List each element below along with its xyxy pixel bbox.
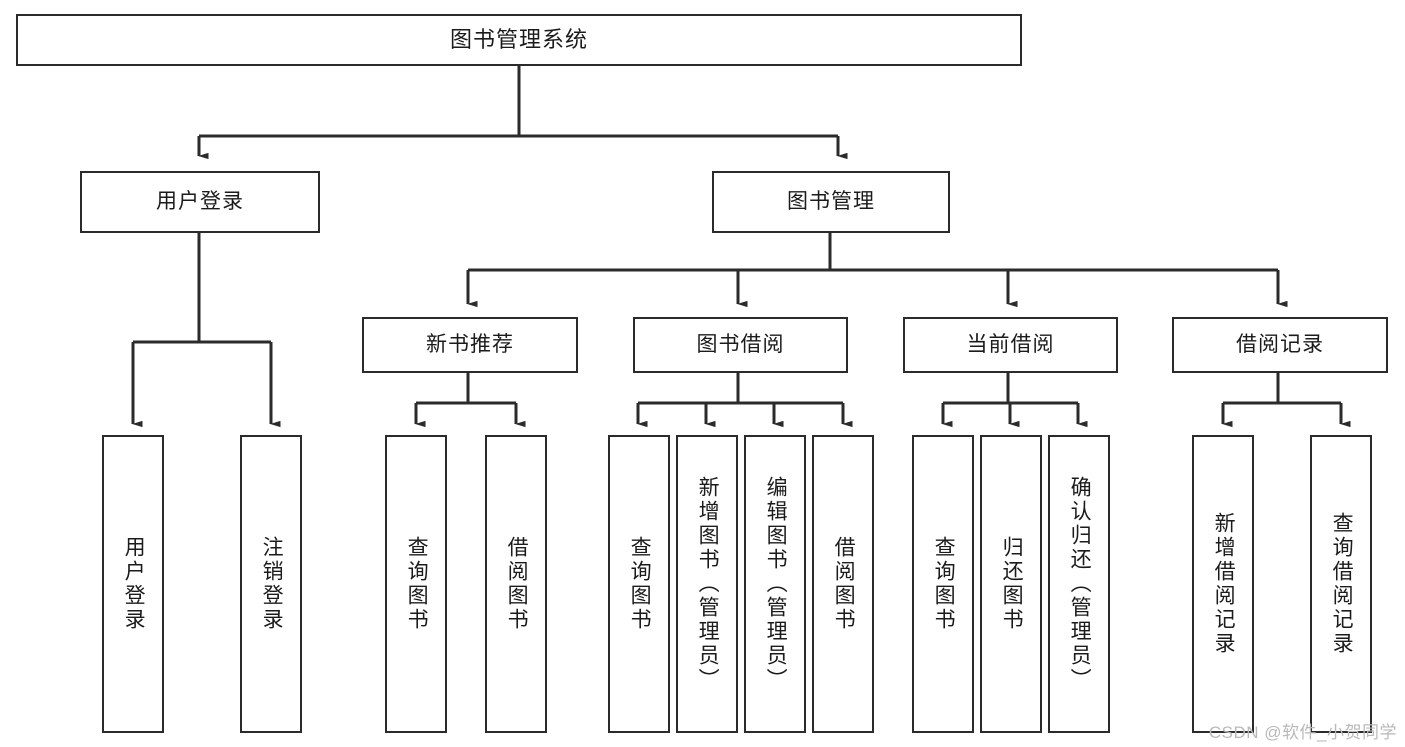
- node-current-borrow[interactable]: 当前借阅: [903, 317, 1118, 373]
- node-label: 用户登录: [156, 190, 244, 214]
- leaf-current-return-book[interactable]: 归还图书: [980, 435, 1042, 733]
- node-label: 用户登录: [122, 536, 146, 632]
- node-label: 查询图书: [932, 536, 956, 632]
- node-label: 新书推荐: [426, 333, 514, 357]
- node-book-management[interactable]: 图书管理: [712, 171, 950, 233]
- leaf-records-query-record[interactable]: 查询借阅记录: [1310, 435, 1372, 733]
- node-user-login[interactable]: 用户登录: [80, 171, 320, 233]
- node-borrow-records[interactable]: 借阅记录: [1172, 317, 1388, 373]
- node-label: 新增图书（管理员）: [696, 476, 720, 692]
- node-new-book-recommend[interactable]: 新书推荐: [362, 317, 578, 373]
- leaf-records-add-record[interactable]: 新增借阅记录: [1192, 435, 1254, 733]
- leaf-current-confirm-return-admin[interactable]: 确认归还（管理员）: [1048, 435, 1110, 733]
- leaf-borrow-edit-book-admin[interactable]: 编辑图书（管理员）: [744, 435, 806, 733]
- node-label: 查询图书: [405, 536, 429, 632]
- node-label: 图书管理系统: [449, 26, 588, 52]
- node-root-system[interactable]: 图书管理系统: [16, 14, 1022, 66]
- node-book-borrow[interactable]: 图书借阅: [633, 317, 848, 373]
- leaf-borrow-add-book-admin[interactable]: 新增图书（管理员）: [676, 435, 738, 733]
- node-label: 注销登录: [260, 536, 284, 632]
- node-label: 编辑图书（管理员）: [764, 476, 788, 692]
- node-label: 图书借阅: [696, 333, 785, 357]
- node-label: 当前借阅: [966, 333, 1055, 357]
- node-label: 查询图书: [628, 536, 652, 632]
- node-label: 借阅图书: [505, 536, 529, 632]
- leaf-borrow-query-book[interactable]: 查询图书: [608, 435, 670, 733]
- leaf-new-book-query[interactable]: 查询图书: [385, 435, 447, 733]
- leaf-current-query-book[interactable]: 查询图书: [912, 435, 974, 733]
- node-label: 图书管理: [787, 190, 875, 214]
- leaf-borrow-borrow-book[interactable]: 借阅图书: [812, 435, 874, 733]
- node-label: 借阅图书: [832, 536, 856, 632]
- leaf-user-login-login[interactable]: 用户登录: [102, 435, 164, 733]
- node-label: 新增借阅记录: [1212, 512, 1236, 656]
- leaf-new-book-borrow[interactable]: 借阅图书: [485, 435, 547, 733]
- csdn-watermark: CSDN @软件_小贺同学: [1208, 723, 1397, 742]
- leaf-user-login-logout[interactable]: 注销登录: [240, 435, 302, 733]
- node-label: 归还图书: [1000, 536, 1024, 632]
- node-label: 查询借阅记录: [1330, 512, 1354, 656]
- node-label: 借阅记录: [1236, 333, 1324, 357]
- node-label: 确认归还（管理员）: [1068, 476, 1092, 692]
